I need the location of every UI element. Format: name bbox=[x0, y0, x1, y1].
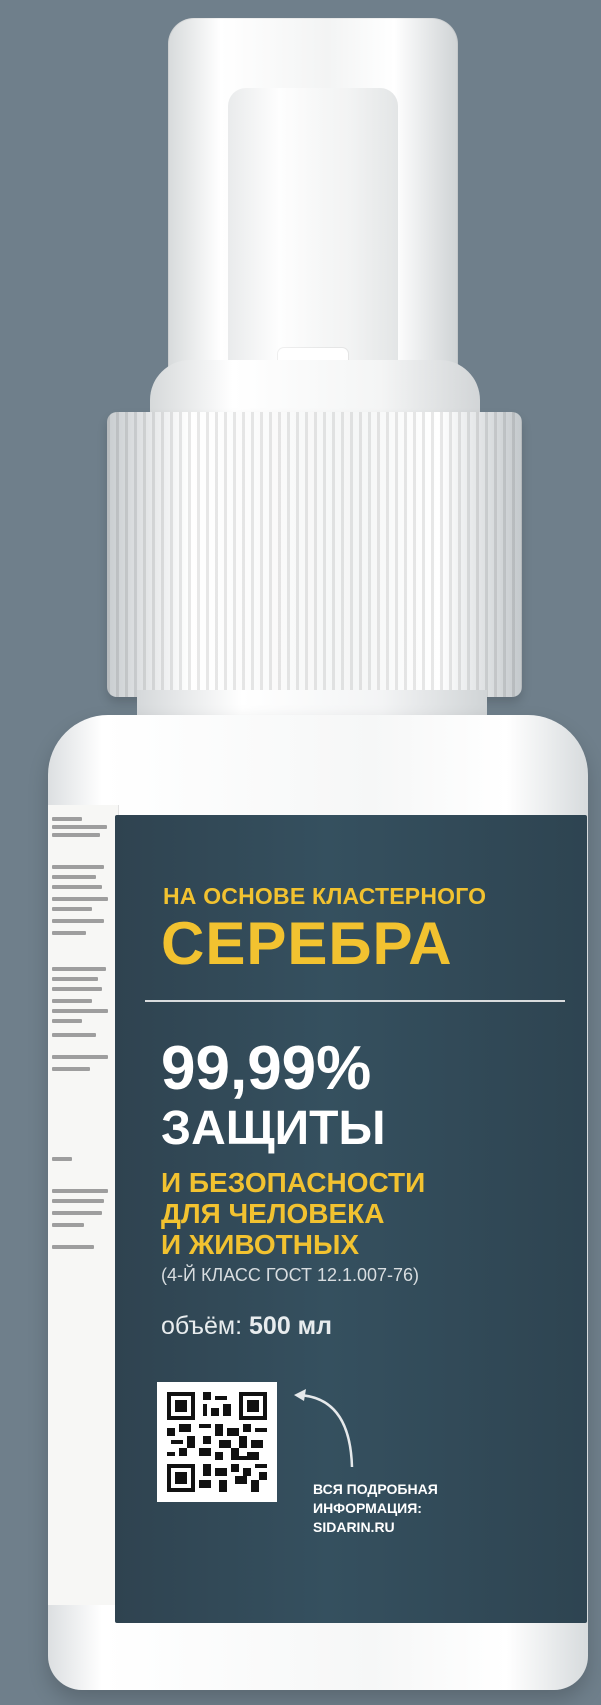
back-label-text-line bbox=[52, 987, 102, 991]
back-label-text-line bbox=[52, 817, 82, 821]
back-label-text-line bbox=[52, 1199, 104, 1203]
label-gost: (4-Й КЛАСС ГОСТ 12.1.007-76) bbox=[161, 1265, 420, 1285]
back-label-text-line bbox=[52, 1009, 108, 1013]
back-label-text-line bbox=[52, 1033, 96, 1037]
back-label-text-line bbox=[52, 897, 108, 901]
info-block: ВСЯ ПОДРОБНАЯ ИНФОРМАЦИЯ: SIDARIN.RU bbox=[313, 1480, 513, 1537]
back-label-text-line bbox=[52, 825, 107, 829]
back-label bbox=[48, 805, 119, 1605]
back-label-text-line bbox=[52, 833, 100, 837]
back-label-text-line bbox=[52, 977, 98, 981]
info-line: ВСЯ ПОДРОБНАЯ bbox=[313, 1481, 438, 1497]
label-safety-line: ДЛЯ ЧЕЛОВЕКА bbox=[161, 1198, 385, 1229]
back-label-text-line bbox=[52, 1067, 90, 1071]
label-percent: 99,99% bbox=[161, 1034, 372, 1103]
label-protection: ЗАЩИТЫ bbox=[161, 1102, 386, 1155]
back-label-text-line bbox=[52, 907, 92, 911]
back-label-text-line bbox=[52, 931, 86, 935]
back-label-text-line bbox=[52, 865, 104, 869]
volume-value: 500 мл bbox=[249, 1312, 333, 1340]
label-volume: объём: 500 мл bbox=[161, 1312, 332, 1341]
label-divider bbox=[145, 1000, 565, 1002]
back-label-text-line bbox=[52, 967, 106, 971]
back-label-text-line bbox=[52, 1223, 84, 1227]
back-label-text-line bbox=[52, 1019, 82, 1023]
curved-arrow-icon bbox=[294, 1389, 354, 1468]
ribbed-cap bbox=[107, 412, 522, 697]
back-label-text-line bbox=[52, 1189, 108, 1193]
info-website: SIDARIN.RU bbox=[313, 1519, 395, 1535]
label-headline: СЕРЕБРА bbox=[161, 910, 453, 977]
back-label-text-line bbox=[52, 885, 102, 889]
back-label-text-line bbox=[52, 1157, 72, 1161]
back-label-text-line bbox=[52, 1055, 108, 1059]
qr-code-icon bbox=[157, 1382, 277, 1502]
front-label: НА ОСНОВЕ КЛАСТЕРНОГО СЕРЕБРА 99,99% ЗАЩ… bbox=[115, 815, 587, 1623]
back-label-text-line bbox=[52, 919, 104, 923]
label-subtitle: НА ОСНОВЕ КЛАСТЕРНОГО bbox=[163, 883, 487, 909]
back-label-text-line bbox=[52, 999, 92, 1003]
back-label-text-line bbox=[52, 1211, 102, 1215]
volume-label: объём: bbox=[161, 1312, 243, 1340]
back-label-text-line bbox=[52, 1245, 94, 1249]
label-safety-block: И БЕЗОПАСНОСТИ ДЛЯ ЧЕЛОВЕКА И ЖИВОТНЫХ bbox=[161, 1167, 561, 1260]
label-safety-line: И ЖИВОТНЫХ bbox=[161, 1229, 360, 1260]
label-safety-line: И БЕЗОПАСНОСТИ bbox=[161, 1167, 426, 1198]
info-line: ИНФОРМАЦИЯ: bbox=[313, 1500, 422, 1516]
back-label-text-line bbox=[52, 875, 96, 879]
qr-code-graphic bbox=[167, 1392, 267, 1492]
